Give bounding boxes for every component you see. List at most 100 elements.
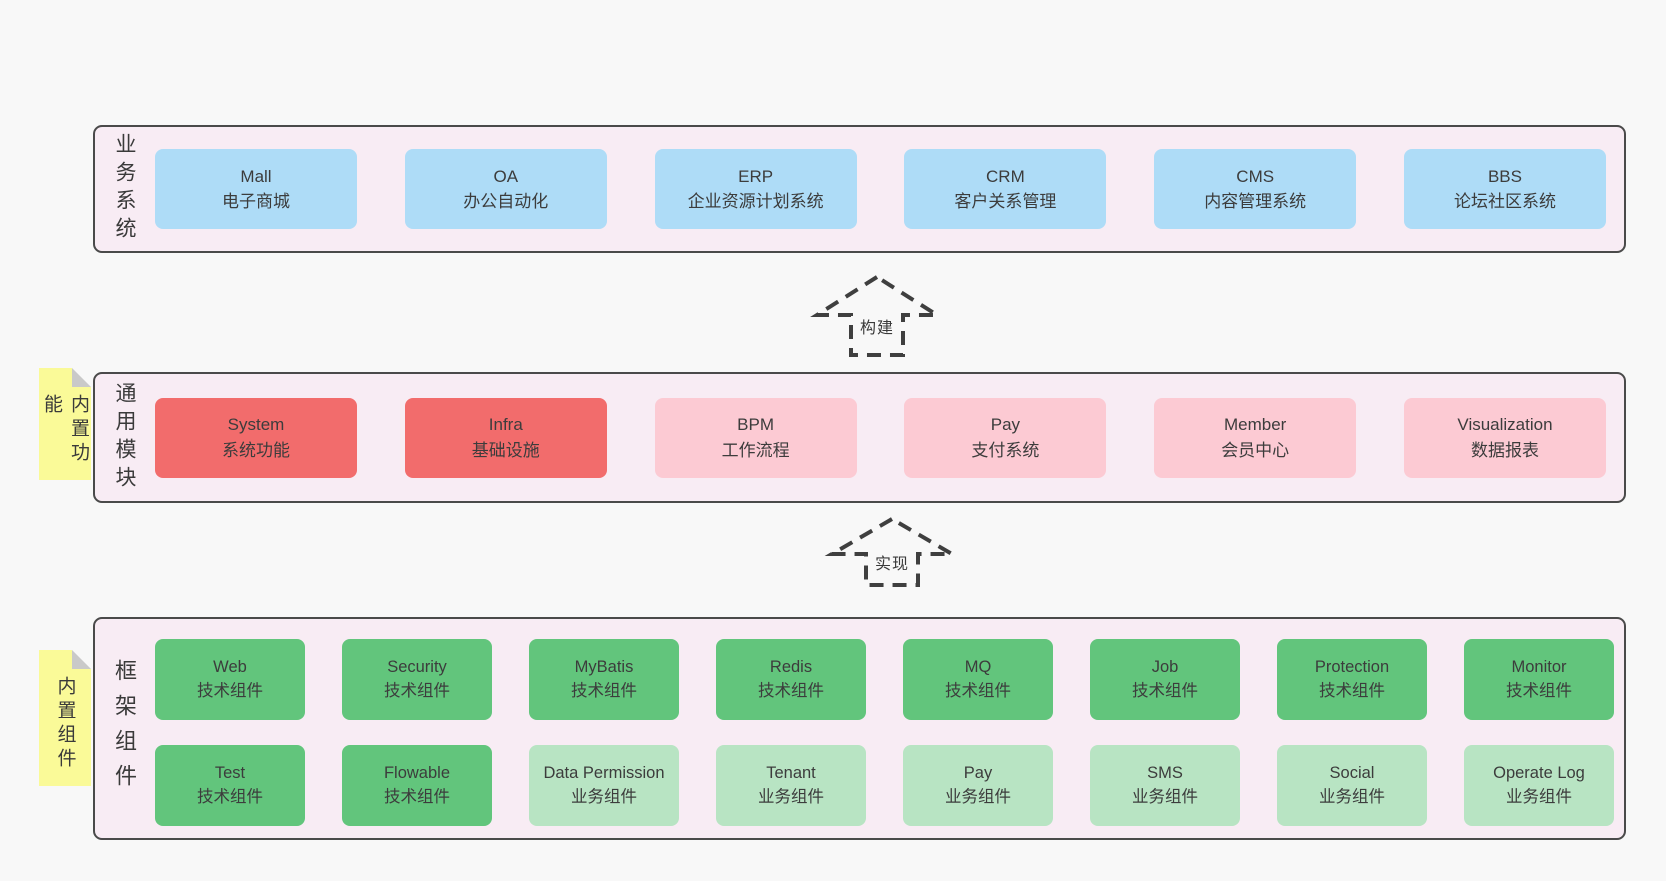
box-title: SMS <box>1147 763 1183 782</box>
box-title: Web <box>213 657 247 676</box>
box-oa: OA 办公自动化 <box>404 149 607 229</box>
box-subtitle: 业务组件 <box>1319 787 1385 806</box>
box-data-permission: Data Permission 业务组件 <box>529 745 679 826</box>
box-subtitle: 技术组件 <box>1319 681 1385 700</box>
box-subtitle: 技术组件 <box>945 681 1011 700</box>
box-mq: MQ 技术组件 <box>903 639 1053 720</box>
box-title: Security <box>387 657 447 676</box>
box-security: Security 技术组件 <box>342 639 492 720</box>
arrow-implement-label: 实现 <box>870 549 914 576</box>
box-sms: SMS 业务组件 <box>1090 745 1240 826</box>
box-title: Pay <box>990 415 1021 434</box>
box-title: MyBatis <box>574 657 634 676</box>
box-infra: Infra 基础设施 <box>404 397 607 478</box>
up-arrow-icon <box>824 516 960 587</box>
box-title: MQ <box>964 657 992 676</box>
sticky-note-builtin-features: 内置功能 <box>39 368 91 480</box>
box-title: Flowable <box>383 763 451 782</box>
box-subtitle: 业务组件 <box>1132 787 1198 806</box>
box-title: Social <box>1329 763 1375 782</box>
box-subtitle: 技术组件 <box>758 681 824 700</box>
box-subtitle: 电子商城 <box>222 192 290 211</box>
box-cms: CMS 内容管理系统 <box>1154 149 1357 229</box>
box-subtitle: 技术组件 <box>384 681 450 700</box>
box-subtitle: 业务组件 <box>758 787 824 806</box>
box-subtitle: 技术组件 <box>197 681 263 700</box>
box-title: Tenant <box>766 763 816 782</box>
box-subtitle: 业务组件 <box>945 787 1011 806</box>
components-band-label: 框架组件 <box>112 658 137 799</box>
arrow-build-label: 构建 <box>855 312 899 339</box>
box-subtitle: 办公自动化 <box>463 192 549 211</box>
box-subtitle: 技术组件 <box>1506 681 1572 700</box>
box-visualization: Visualization 数据报表 <box>1403 397 1606 478</box>
dashed-up-arrow-implement: 实现 <box>823 516 961 588</box>
band-side-label-area: 业务系统 <box>95 127 153 251</box>
box-subtitle: 企业资源计划系统 <box>687 192 824 211</box>
box-title: ERP <box>738 166 774 186</box>
box-subtitle: 数据报表 <box>1470 440 1539 460</box>
box-title: Job <box>1151 657 1179 676</box>
business-boxes-row: Mall 电子商城 OA 办公自动化 ERP 企业资源计划系统 CRM 客户关系管理 C… <box>153 127 1624 251</box>
dashed-up-arrow-build: 构建 <box>808 274 946 358</box>
modules-band-label: 通用模块 <box>113 381 136 494</box>
box-test: Test 技术组件 <box>155 745 305 826</box>
sticky-features-label: 内置功能 <box>41 394 89 466</box>
box-redis: Redis 技术组件 <box>716 639 866 720</box>
box-title: Visualization <box>1457 415 1553 434</box>
box-title: Mall <box>240 166 272 186</box>
box-subtitle: 基础设施 <box>471 440 540 460</box>
box-web: Web 技术组件 <box>155 639 305 720</box>
box-subtitle: 技术组件 <box>571 681 637 700</box>
box-title: Infra <box>488 415 523 434</box>
box-title: Operate Log <box>1493 763 1585 782</box>
box-job: Job 技术组件 <box>1090 639 1240 720</box>
box-bpm: BPM 工作流程 <box>654 397 857 478</box>
box-title: Redis <box>769 657 813 676</box>
box-social: Social 业务组件 <box>1277 745 1427 826</box>
box-title: Monitor <box>1511 657 1567 676</box>
business-band-label: 业务系统 <box>113 133 136 245</box>
box-subtitle: 技术组件 <box>1132 681 1198 700</box>
components-boxes-grid: Web 技术组件 Security 技术组件 MyBatis 技术组件 Redis 技术… <box>153 619 1630 838</box>
box-title: BBS <box>1487 166 1522 186</box>
box-subtitle: 技术组件 <box>384 787 450 806</box>
box-erp: ERP 企业资源计划系统 <box>654 149 857 229</box>
box-protection: Protection 技术组件 <box>1277 639 1427 720</box>
box-system: System 系统功能 <box>155 397 357 478</box>
box-subtitle: 技术组件 <box>197 787 263 806</box>
box-title: CMS <box>1236 166 1275 186</box>
box-title: Member <box>1224 415 1287 434</box>
box-title: Data Permission <box>543 763 665 782</box>
box-monitor: Monitor 技术组件 <box>1464 639 1614 720</box>
band-side-label-area: 框架组件 <box>95 619 153 838</box>
up-arrow-icon <box>810 274 944 357</box>
box-title: Protection <box>1314 657 1390 676</box>
box-mall: Mall 电子商城 <box>155 149 357 229</box>
box-crm: CRM 客户关系管理 <box>904 149 1107 229</box>
box-subtitle: 内容管理系统 <box>1204 192 1307 211</box>
box-title: CRM <box>986 166 1025 186</box>
box-subtitle: 工作流程 <box>721 440 790 460</box>
box-member: Member 会员中心 <box>1154 397 1357 478</box>
box-title: Test <box>214 763 246 782</box>
box-subtitle: 业务组件 <box>1506 787 1572 806</box>
box-subtitle: 客户关系管理 <box>954 192 1057 211</box>
business-systems-band: 业务系统 Mall 电子商城 OA 办公自动化 ERP 企业资源计划系统 CRM 客户关… <box>93 125 1626 253</box>
box-title: BPM <box>737 415 775 434</box>
box-title: System <box>227 415 285 434</box>
box-subtitle: 系统功能 <box>222 440 290 460</box>
sticky-note-builtin-components: 内置组件 <box>39 650 91 786</box>
box-subtitle: 业务组件 <box>571 787 637 806</box>
box-tenant: Tenant 业务组件 <box>716 745 866 826</box>
box-operate-log: Operate Log 业务组件 <box>1464 745 1614 826</box>
box-title: OA <box>493 166 519 186</box>
box-flowable: Flowable 技术组件 <box>342 745 492 826</box>
band-side-label-area: 通用模块 <box>95 374 153 501</box>
box-subtitle: 会员中心 <box>1221 440 1290 460</box>
